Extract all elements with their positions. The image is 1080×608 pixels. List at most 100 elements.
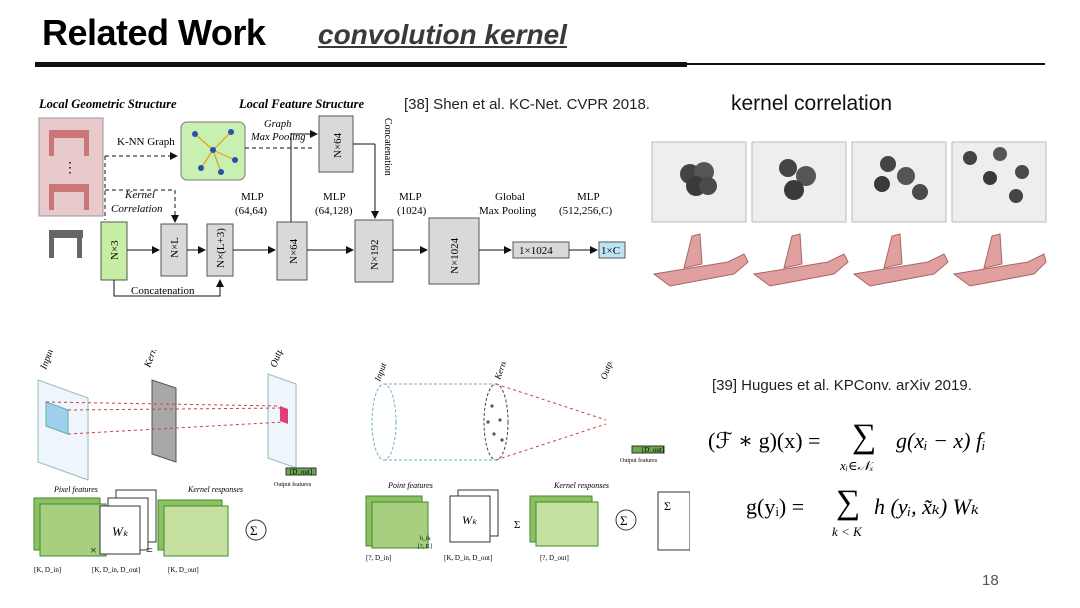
mlp1-params: (64,64) bbox=[235, 205, 267, 217]
grid-kernel-responses bbox=[157, 499, 229, 557]
grid-input-label: Input bbox=[38, 350, 56, 372]
kernel-cube-3 bbox=[851, 141, 947, 223]
box-nx3-label: N×3 bbox=[109, 240, 121, 260]
kernel-cube-2 bbox=[751, 141, 847, 223]
grid-output-plane bbox=[267, 373, 297, 469]
formula1-sum-symbol: ∑ bbox=[852, 418, 877, 455]
kpconv-reference: [39] Hugues et al. KPConv. arXiv 2019. bbox=[712, 377, 972, 394]
formula2-lhs: g(yᵢ) = bbox=[746, 494, 805, 519]
box-nx1024-label: N×1024 bbox=[449, 237, 461, 274]
kcnet-architecture-diagram: Local Geometric Structure Local Feature … bbox=[38, 97, 626, 297]
point-kernel-dots bbox=[486, 404, 504, 442]
gmp-params: Max Pooling bbox=[479, 205, 537, 217]
graph-pool-label-2: Max Pooling bbox=[250, 132, 306, 143]
point-features-label: Point features bbox=[387, 481, 433, 490]
point-output-features-label: Output features bbox=[620, 457, 658, 464]
box-nx64-label: N×64 bbox=[288, 238, 300, 264]
point-dim2-label: [K, D_in, D_out] bbox=[444, 554, 492, 562]
kernel-cube-4 bbox=[951, 141, 1047, 223]
point-cropped-sigma: Σ bbox=[664, 499, 671, 513]
kpconv-formula-1: (ℱ ∗ g)(x) = ∑ xᵢ∈𝒩ₓ g(xᵢ − x) fᵢ bbox=[708, 414, 1028, 478]
box-nx192-label: N×192 bbox=[369, 239, 381, 270]
point-output-features-bar bbox=[631, 445, 665, 454]
point-convolution-diagram: Input Kernel Output Output features [D_o… bbox=[365, 362, 690, 562]
grid-dim3-label: [K, D_out] bbox=[168, 566, 199, 574]
kpconv-formula-2: g(yᵢ) = ∑ k < K h (yᵢ, x̃ₖ) Wₖ bbox=[746, 484, 1006, 548]
grid-sum-node bbox=[245, 519, 267, 541]
grid-pixel-features-label: Pixel features bbox=[53, 485, 98, 494]
mlp2-label: MLP bbox=[323, 191, 346, 203]
point-sum-symbol: Σ bbox=[620, 513, 628, 528]
title-divider-thick bbox=[35, 62, 687, 67]
kcnet-reference: [38] Shen et al. KC-Net. CVPR 2018. bbox=[404, 96, 650, 113]
mlp3-label: MLP bbox=[399, 191, 422, 203]
mlp1-label: MLP bbox=[241, 191, 264, 203]
point-wk-stack bbox=[449, 489, 499, 543]
kernel-corr-arrow bbox=[105, 189, 179, 223]
point-wk-label: Wₖ bbox=[462, 513, 478, 527]
grid-input-plane bbox=[37, 379, 89, 481]
point-kernel-responses-label: Kernel responses bbox=[553, 481, 609, 490]
point-kernel-responses-block bbox=[529, 495, 599, 547]
box-nxl3-label: N×(L+3) bbox=[215, 228, 227, 268]
concatenation-vertical-label: Concatenation bbox=[382, 118, 393, 176]
point-hik-dim-label: [?, K] bbox=[418, 544, 432, 550]
correlation-label: Correlation bbox=[111, 203, 163, 215]
box-nx64-top-label: N×64 bbox=[332, 132, 344, 158]
grid-dim1-label: [K, D_in] bbox=[34, 566, 61, 574]
graph-pool-label-1: Graph bbox=[264, 119, 291, 130]
point-output-label: Output bbox=[598, 362, 616, 381]
slide-subtitle: convolution kernel bbox=[318, 19, 567, 50]
grid-times-symbol: × bbox=[90, 543, 97, 557]
concat-bottom-label: Concatenation bbox=[131, 285, 195, 297]
local-feature-header: Local Feature Structure bbox=[238, 97, 364, 111]
mlp3-params: (1024) bbox=[397, 205, 427, 217]
page-number: 18 bbox=[982, 572, 999, 589]
mlp4-params: (512,256,C) bbox=[559, 205, 613, 217]
grid-projection-lines bbox=[45, 401, 285, 435]
grid-sum-symbol: Σ bbox=[250, 523, 258, 538]
formula1-rhs: g(xᵢ − x) fᵢ bbox=[896, 428, 986, 453]
knn-graph-label: K-NN Graph bbox=[117, 136, 175, 148]
point-dim3-label: [?, D_out] bbox=[540, 554, 569, 562]
formula2-sum-symbol: ∑ bbox=[836, 484, 861, 521]
box-nxl3 bbox=[206, 223, 234, 277]
point-cropped-box bbox=[657, 491, 690, 551]
grid-output-features-bar bbox=[285, 467, 317, 476]
graph-nodes bbox=[192, 129, 238, 175]
grid-kernel-plane bbox=[151, 379, 177, 463]
point-input-label: Input bbox=[372, 362, 388, 384]
grid-kernel-responses-label: Kernel responses bbox=[187, 485, 243, 494]
point-sigma-small: Σ bbox=[514, 519, 520, 531]
slide-title: Related Work bbox=[42, 12, 266, 53]
mlp4-label: MLP bbox=[577, 191, 600, 203]
box-1xc-label: 1×C bbox=[601, 245, 620, 257]
grid-equals-symbol: = bbox=[146, 543, 153, 557]
kernel-correlation-visual bbox=[651, 141, 1047, 287]
kernel-cube-1 bbox=[651, 141, 747, 223]
box-1x1024-label: 1×1024 bbox=[519, 245, 553, 257]
point-dout-label: [D_out] bbox=[642, 446, 664, 454]
grid-dim2-label: [K, D_in, D_out] bbox=[92, 566, 140, 574]
title-divider-thin bbox=[687, 63, 1045, 65]
airplane-icons bbox=[652, 233, 1047, 287]
formula1-lhs: (ℱ ∗ g)(x) = bbox=[708, 428, 821, 453]
grid-pixel-features bbox=[33, 497, 107, 557]
formula1-sum-subscript: xᵢ∈𝒩ₓ bbox=[840, 458, 874, 473]
box-nx1024 bbox=[428, 217, 480, 285]
local-geometric-header: Local Geometric Structure bbox=[38, 97, 177, 111]
formula2-rhs: h (yᵢ, x̃ₖ) Wₖ bbox=[874, 494, 980, 519]
formula2-sum-subscript: k < K bbox=[832, 524, 862, 539]
mlp2-params: (64,128) bbox=[315, 205, 353, 217]
kernel-label: Kernel bbox=[124, 189, 155, 201]
grid-dout-label: [D_out] bbox=[290, 468, 312, 476]
point-kernel-label: Kernel bbox=[492, 362, 510, 382]
chair-icon-top bbox=[49, 130, 89, 156]
point-input-cylinder-end bbox=[371, 383, 397, 461]
point-projection-lines bbox=[495, 383, 607, 461]
box-nx3 bbox=[100, 221, 128, 281]
point-features-block bbox=[365, 495, 429, 549]
grid-output-features-label: Output features bbox=[274, 481, 312, 488]
grid-output-label: Output bbox=[268, 350, 288, 369]
grid-kernel-label: Kernel bbox=[142, 350, 162, 370]
